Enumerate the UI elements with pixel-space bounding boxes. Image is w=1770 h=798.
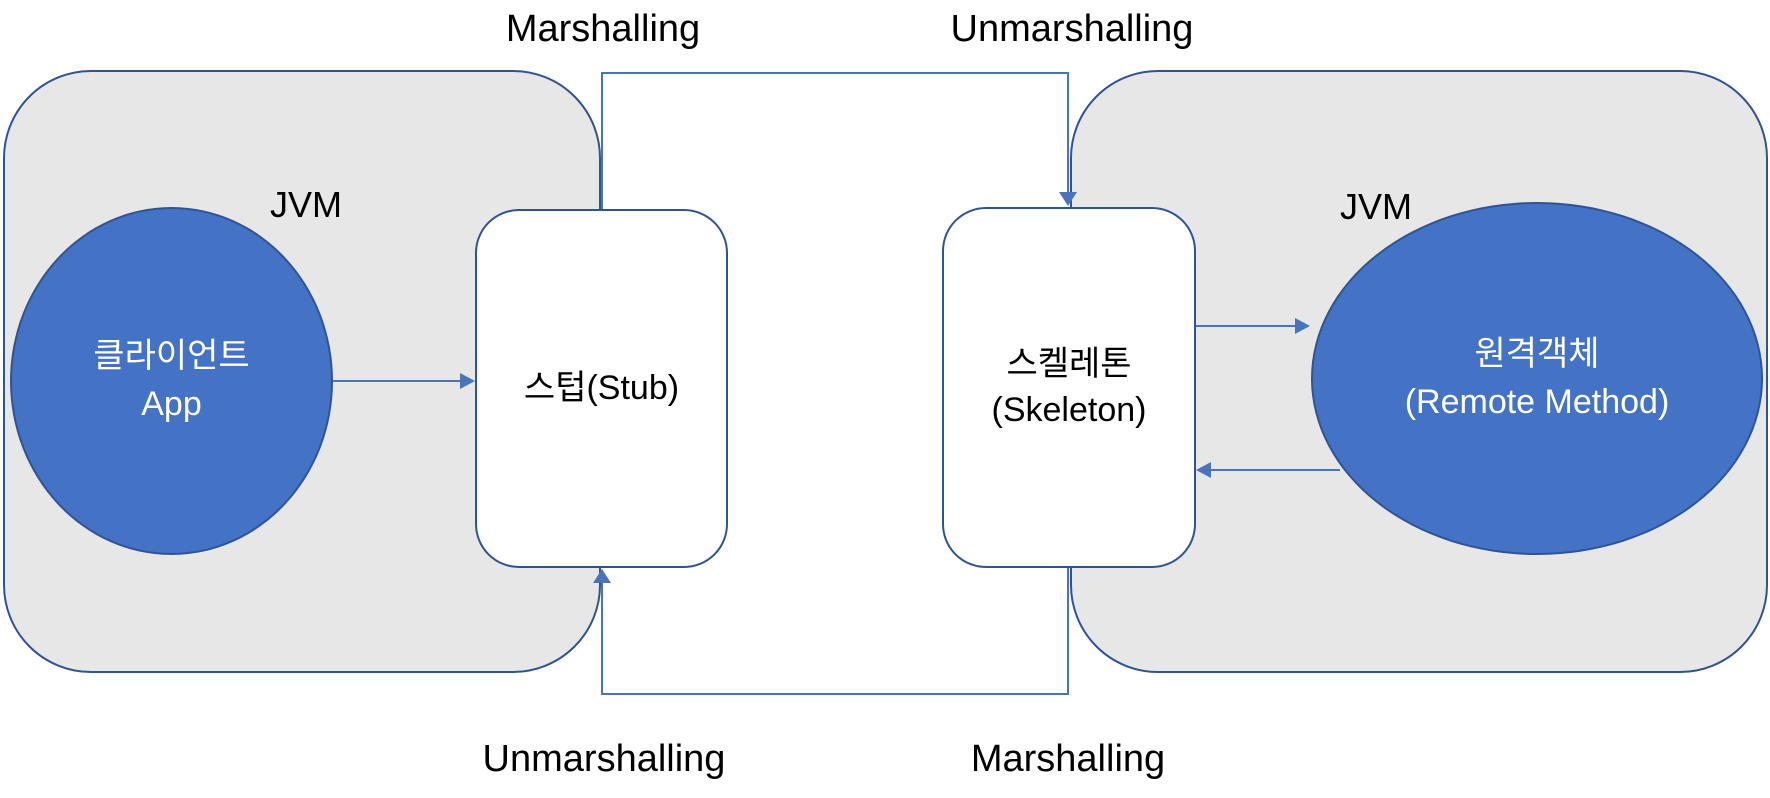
bottom-connector-horizontal [601,693,1069,695]
arrowhead-into-remote-icon [1295,318,1310,334]
unmarshalling-top-label: Unmarshalling [950,8,1194,50]
remote-label-line1: 원격객체 [1474,334,1600,373]
client-label-line2: App [141,385,202,423]
arrowhead-into-stub-left-icon [460,373,475,389]
top-connector-left-vertical [601,72,603,209]
client-label-line1: 클라이언트 [93,337,250,376]
top-connector-right-vertical [1067,72,1069,194]
remote-object-ellipse: 원격객체 (Remote Method) [1311,202,1763,555]
top-connector-horizontal [601,72,1069,74]
arrowhead-into-stub-bottom-icon [593,569,611,583]
skeleton-label-line2: (Skeleton) [991,390,1147,429]
marshalling-bottom-label: Marshalling [970,738,1166,780]
stub-label: 스텁(Stub) [523,368,680,407]
bottom-connector-left-vertical [601,583,603,693]
arrowhead-into-skeleton-top-icon [1059,192,1077,206]
client-app-ellipse: 클라이언트 App [10,207,333,555]
jvm-label-right: JVM [1340,186,1412,227]
arrowhead-into-skeleton-right-icon [1196,462,1211,478]
remote-to-skeleton-arrow-line [1210,469,1340,471]
marshalling-top-label: Marshalling [505,8,701,50]
remote-label-line2: (Remote Method) [1404,382,1670,421]
skeleton-label-line1: 스켈레톤 [1006,344,1132,383]
skeleton-box: 스켈레톤 (Skeleton) [942,207,1196,568]
stub-box: 스텁(Stub) [475,209,728,568]
skeleton-to-remote-arrow-line [1196,325,1296,327]
jvm-label-left: JVM [270,184,342,225]
unmarshalling-bottom-label: Unmarshalling [482,738,726,780]
client-to-stub-arrow-line [333,380,461,382]
bottom-connector-right-vertical [1067,568,1069,695]
